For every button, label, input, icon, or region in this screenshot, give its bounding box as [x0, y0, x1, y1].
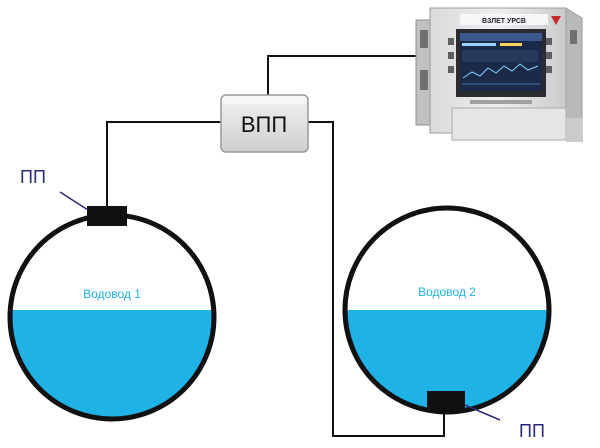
converter-label: ВПП [241, 112, 287, 137]
sensor-label-bottom: ПП [519, 421, 545, 441]
pipe-name: Водовод 1 [83, 287, 141, 301]
sensor-block-icon [427, 391, 465, 411]
flowmeter-device-icon: ВЗЛЕТ УРСВ [415, 7, 583, 143]
pipe-1: Водовод 1 [7, 212, 217, 422]
pipe-outline [342, 205, 552, 415]
sensor-block-icon [87, 206, 127, 226]
pipe-name: Водовод 2 [418, 285, 476, 299]
wire-converter-to-device [267, 55, 421, 98]
sensor-leader-top [59, 191, 89, 211]
sensor-leader-bottom [464, 404, 501, 421]
brand-logo-icon [551, 16, 561, 25]
wire-converter-to-sensor-bottom [306, 121, 445, 437]
converter-box-icon: ВПП [220, 94, 309, 153]
wires [106, 55, 445, 437]
sensor-label-top: ПП [20, 167, 46, 187]
device-brand: ВЗЛЕТ УРСВ [482, 18, 526, 25]
screen-graph [462, 63, 540, 85]
wire-converter-to-sensor-top [106, 121, 226, 208]
